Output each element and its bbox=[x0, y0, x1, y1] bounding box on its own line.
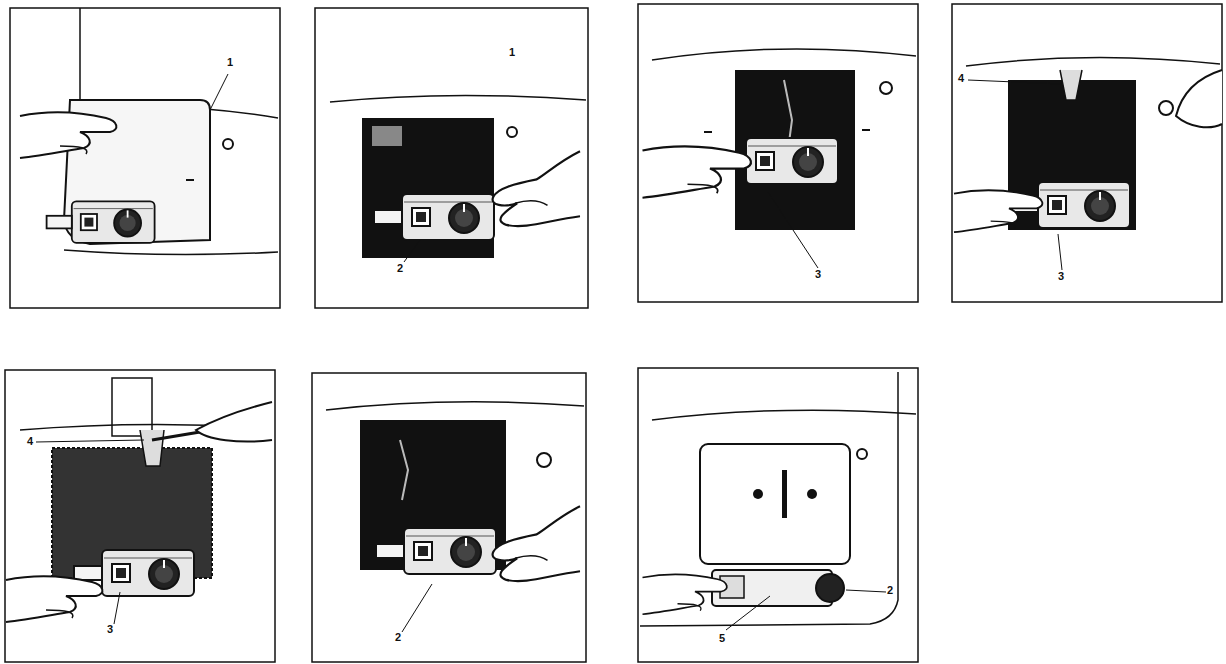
callout-number: 2 bbox=[887, 584, 893, 596]
step-panel-1 bbox=[10, 8, 280, 308]
callout-number: 1 bbox=[509, 46, 515, 58]
callout-number: 5 bbox=[719, 632, 725, 644]
step-panel-4 bbox=[952, 4, 1222, 302]
callout-number: 1 bbox=[227, 56, 233, 68]
callout-number: 3 bbox=[1058, 270, 1064, 282]
callout-number: 4 bbox=[958, 72, 964, 84]
step-panel-3 bbox=[638, 4, 918, 302]
callout-number: 2 bbox=[397, 262, 403, 274]
callout-number: 2 bbox=[395, 631, 401, 643]
step-panel-6 bbox=[312, 373, 586, 662]
callout-number: 3 bbox=[107, 623, 113, 635]
step-panel-2 bbox=[315, 8, 588, 308]
callout-number: 4 bbox=[27, 435, 33, 447]
step-panel-5 bbox=[5, 370, 275, 662]
step-panel-7 bbox=[638, 368, 918, 662]
callout-number: 3 bbox=[815, 268, 821, 280]
